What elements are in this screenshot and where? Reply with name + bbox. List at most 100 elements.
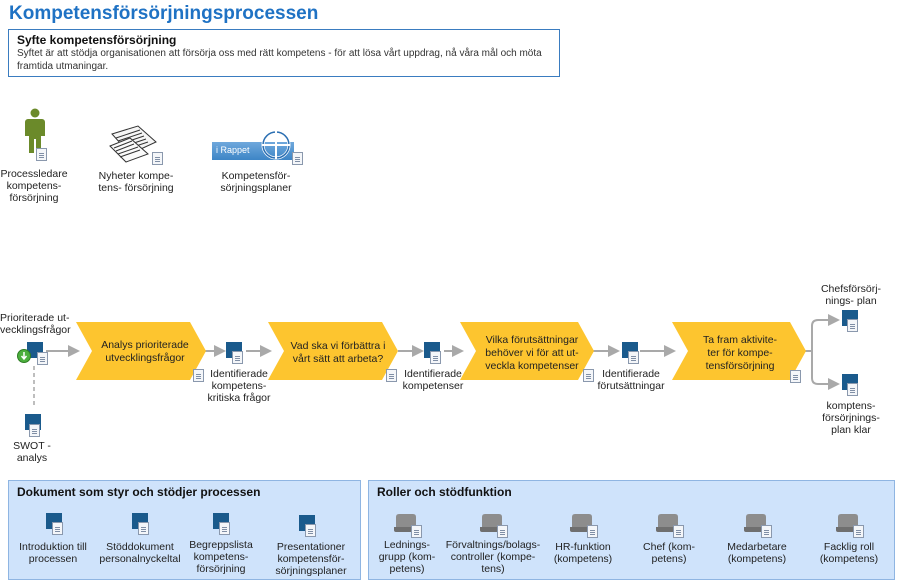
end-bottom-line2: försörjnings- (822, 412, 880, 424)
role-line2: grupp (kom- (378, 551, 436, 563)
activity-text: vårt sätt att arbeta? (293, 353, 384, 365)
end-manager-plan[interactable] (838, 310, 862, 334)
role-item-union[interactable]: Facklig roll (kompetens) (809, 511, 889, 565)
document-icon (292, 152, 303, 165)
doc-item-line1: Presentationer (276, 541, 346, 553)
document-icon (628, 351, 639, 364)
role-item-controller[interactable]: Förvaltnings/bolags- controller (kompe- … (441, 511, 545, 579)
swot-label-line2: analys (16, 452, 48, 464)
doc-item-line2: personalnyckeltal (99, 553, 181, 565)
output-label-line2: förutsättningar (597, 380, 665, 392)
document-icon (587, 525, 598, 538)
document-icon (138, 522, 149, 535)
role-line1: Förvaltnings/bolags- (445, 539, 541, 551)
role-item-employee[interactable]: Medarbetare (kompetens) (719, 511, 795, 565)
start-event[interactable] (17, 342, 48, 368)
document-icon (193, 369, 204, 382)
document-icon (761, 525, 772, 538)
end-top-label: Chefsförsörj- nings- plan (808, 283, 894, 307)
document-icon (847, 319, 858, 332)
output-prerequisites[interactable]: Identifierade förutsättningar (594, 342, 668, 392)
activity-text: Vilka förutsättningar (486, 334, 579, 346)
document-icon (411, 525, 422, 538)
activity-analyze[interactable]: Analys prioriterade utvecklingsfrågor (76, 322, 206, 380)
role-line1: Lednings- (383, 539, 431, 551)
doc-item-support[interactable]: Stöddokument personalnyckeltal (95, 513, 185, 575)
doc-item-line2: processen (28, 553, 78, 565)
role-line1: Chef (kom- (643, 541, 695, 553)
rappet-banner (212, 142, 294, 160)
end-bottom-line1: komptens- (826, 400, 876, 412)
doc-item-line1: Stöddokument (106, 541, 174, 553)
process-leader-item[interactable]: Processledare kompetens- försörjning (0, 108, 68, 208)
role-line2: petens) (651, 553, 687, 565)
end-bottom-label: komptens- försörjnings- plan klar (808, 400, 894, 436)
activity-text: veckla kompetenser (485, 360, 579, 372)
activity-text: Analys prioriterade (101, 339, 189, 351)
activity-prerequisites[interactable]: Vilka förutsättningar behöver vi för att… (460, 322, 594, 380)
document-icon (52, 522, 63, 535)
role-line2: controller (kompe- (450, 551, 536, 563)
documents-panel-heading: Dokument som styr och stödjer processen (17, 485, 261, 499)
role-item-management[interactable]: Lednings- grupp (kom- petens) (371, 511, 443, 579)
role-line1: Facklig roll (823, 541, 875, 553)
output-critical-questions[interactable]: Identifierade kompetens- kritiska frågor (204, 342, 274, 408)
role-line1: HR-funktion (555, 541, 611, 553)
end-top-line1: Chefsförsörj- (820, 283, 882, 295)
plans-rappet-item[interactable]: i Rappet Kompetensför- sörjningsplaner (206, 128, 306, 198)
document-icon (305, 524, 316, 537)
end-bottom-line3: plan klar (831, 424, 871, 436)
rappet-banner-label: i Rappet (216, 145, 250, 155)
roles-panel-heading: Roller och stödfunktion (377, 485, 512, 499)
output-label-line3: kritiska frågor (207, 392, 271, 404)
activity-text: ter för kompe- (707, 347, 773, 359)
activity-create-actions[interactable]: Ta fram aktivite- ter för kompe- tensför… (672, 322, 806, 380)
output-label-line2: kompetens- (211, 380, 267, 392)
start-label-line2: vecklingsfrågor (0, 324, 71, 336)
output-label-line1: Identifierade (210, 368, 268, 380)
doc-item-glossary[interactable]: Begreppslista kompetens- försörjning (181, 513, 261, 579)
news-item[interactable]: Nyheter kompe- tens- försörjning (88, 122, 184, 194)
document-icon (29, 424, 40, 437)
doc-item-presentations[interactable]: Presentationer kompetensför- sörjningspl… (265, 515, 357, 579)
document-icon (583, 369, 594, 382)
doc-item-line2: kompetensför- (277, 553, 345, 565)
document-icon (386, 369, 397, 382)
output-competences[interactable]: Identifierade kompetenser (398, 342, 468, 392)
download-badge-icon (17, 349, 31, 363)
plans-label-line2: sörjningsplaner (220, 182, 292, 194)
activity-text: tensförsörjning (706, 360, 775, 372)
document-icon (497, 525, 508, 538)
activity-text: Ta fram aktivite- (703, 334, 778, 346)
doc-item-line1: Introduktion till (19, 541, 87, 553)
document-icon (430, 351, 441, 364)
role-item-hr[interactable]: HR-funktion (kompetens) (545, 511, 621, 565)
end-top-line2: nings- plan (825, 295, 877, 307)
end-plan-complete[interactable] (838, 374, 862, 398)
news-label-line2: tens- försörjning (98, 182, 174, 194)
output-label-line2: kompetenser (402, 380, 464, 392)
role-item-manager[interactable]: Chef (kom- petens) (631, 511, 707, 565)
swot-item[interactable]: SWOT - analys (0, 410, 64, 468)
swot-label-line1: SWOT - (13, 440, 51, 452)
doc-item-line1: Begreppslista (189, 539, 253, 551)
role-line1: Medarbetare (727, 541, 787, 553)
process-leader-label-line3: försörjning (9, 192, 59, 204)
purpose-text: Syftet är att stödja organisationen att … (17, 48, 542, 72)
doc-item-introduction[interactable]: Introduktion till processen (13, 513, 93, 575)
page-title: Kompetensförsörjningsprocessen (9, 3, 319, 24)
activity-improve[interactable]: Vad ska vi förbättra i vårt sätt att arb… (268, 322, 398, 380)
document-icon (232, 351, 243, 364)
person-icon (25, 108, 45, 153)
start-event-label: Prioriterade ut- vecklingsfrågor (0, 312, 71, 336)
start-label-line1: Prioriterade ut- (0, 312, 70, 324)
activity-text: behöver vi för att ut- (485, 347, 579, 359)
purpose-heading: Syfte kompetensförsörjning (17, 33, 177, 47)
newspaper-icon (109, 125, 157, 163)
role-line3: tens) (481, 563, 505, 575)
documents-panel: Dokument som styr och stödjer processen … (8, 480, 361, 580)
target-icon (261, 130, 291, 160)
connector-arrow (805, 314, 840, 352)
roles-panel: Roller och stödfunktion Lednings- grupp … (368, 480, 895, 580)
